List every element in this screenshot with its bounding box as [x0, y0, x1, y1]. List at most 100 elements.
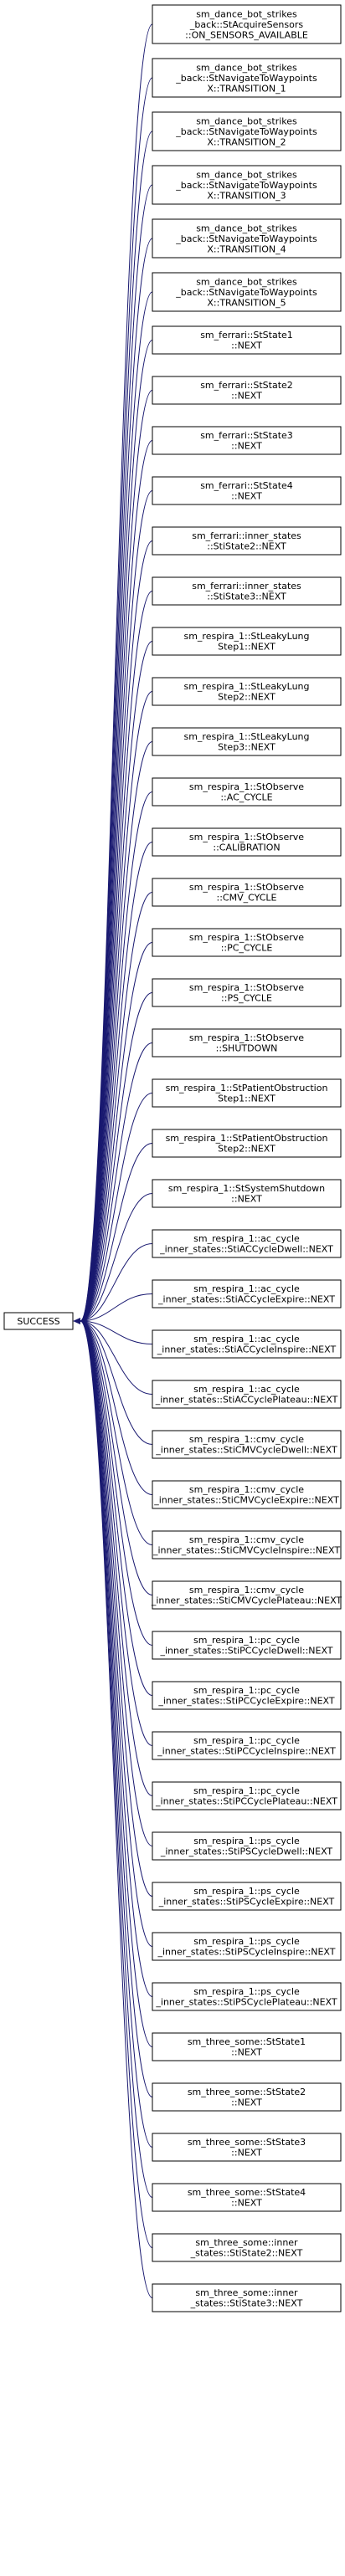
- source-node[interactable]: sm_dance_bot_strikes_back::StNavigateToW…: [152, 165, 342, 205]
- source-node[interactable]: sm_respira_1::pc_cycle_inner_states::Sti…: [152, 1631, 342, 1660]
- source-node-box: [152, 928, 342, 957]
- source-node-label: _inner_states::StiCMVCycleDwell::NEXT: [155, 1445, 337, 1456]
- source-node[interactable]: sm_respira_1::cmv_cycle_inner_states::St…: [152, 1430, 342, 1459]
- source-node-label: sm_respira_1::cmv_cycle: [189, 1484, 304, 1495]
- source-node-label: sm_three_some::inner: [195, 2287, 298, 2298]
- source-node[interactable]: sm_ferrari::StState4::NEXT: [152, 476, 342, 505]
- source-node[interactable]: sm_dance_bot_strikes_back::StNavigateToW…: [152, 58, 342, 98]
- edge: [80, 1320, 153, 1947]
- source-node-box: [152, 827, 342, 857]
- source-node-label: sm_dance_bot_strikes: [196, 62, 297, 73]
- source-node-label: Step2::NEXT: [218, 1144, 275, 1155]
- source-node-label: _back::StNavigateToWaypoints: [175, 180, 317, 191]
- edge: [80, 691, 153, 1322]
- source-node-box: [152, 4, 342, 44]
- source-node-label: _back::StNavigateToWaypoints: [175, 233, 317, 244]
- source-node[interactable]: sm_respira_1::cmv_cycle_inner_states::St…: [152, 1530, 342, 1559]
- source-node[interactable]: sm_respira_1::ac_cycle_inner_states::Sti…: [152, 1279, 342, 1308]
- target-node[interactable]: SUCCESS: [3, 1312, 74, 1330]
- source-node[interactable]: sm_respira_1::StPatientObstructionStep1:…: [152, 1078, 342, 1108]
- source-node[interactable]: sm_dance_bot_strikes_back::StNavigateToW…: [152, 272, 342, 312]
- source-node[interactable]: sm_three_some::inner_states::StiState3::…: [152, 2283, 342, 2312]
- source-node[interactable]: sm_three_some::StState1::NEXT: [152, 2032, 342, 2061]
- source-node-box: [152, 1279, 342, 1308]
- source-node-box: [152, 2082, 342, 2112]
- source-node[interactable]: sm_dance_bot_strikes_back::StNavigateToW…: [152, 218, 342, 259]
- source-node-box: [152, 1831, 342, 1861]
- edge: [80, 1320, 153, 1595]
- source-node[interactable]: sm_respira_1::StObserve::AC_CYCLE: [152, 777, 342, 807]
- source-node-label: ::StiState2::NEXT: [207, 541, 286, 552]
- source-node[interactable]: sm_respira_1::ps_cycle_inner_states::Sti…: [152, 1982, 342, 2011]
- source-node-label: sm_respira_1::StObserve: [189, 982, 304, 993]
- source-node[interactable]: sm_respira_1::StObserve::CALIBRATION: [152, 827, 342, 857]
- source-node-label: sm_respira_1::StObserve: [189, 932, 304, 943]
- source-node-box: [152, 1731, 342, 1760]
- source-node-label: Step2::NEXT: [218, 692, 275, 703]
- source-node[interactable]: sm_respira_1::ac_cycle_inner_states::Sti…: [152, 1380, 342, 1409]
- source-node-label: _inner_states::StiPSCyclePlateau::NEXT: [155, 1997, 337, 2008]
- source-node[interactable]: sm_respira_1::ac_cycle_inner_states::Sti…: [152, 1229, 342, 1258]
- source-node-label: ::AC_CYCLE: [220, 792, 272, 803]
- source-node[interactable]: sm_respira_1::pc_cycle_inner_states::Sti…: [152, 1731, 342, 1760]
- source-node-box: [152, 727, 342, 756]
- source-node[interactable]: sm_respira_1::ps_cycle_inner_states::Sti…: [152, 1831, 342, 1861]
- source-node[interactable]: sm_respira_1::StObserve::CMV_CYCLE: [152, 878, 342, 907]
- source-node-label: ::NEXT: [231, 1194, 262, 1205]
- source-node[interactable]: sm_three_some::StState3::NEXT: [152, 2133, 342, 2162]
- source-node[interactable]: sm_respira_1::ps_cycle_inner_states::Sti…: [152, 1882, 342, 1911]
- source-node-label: sm_respira_1::ac_cycle: [193, 1334, 300, 1344]
- source-node-label: _inner_states::StiPSCycleInspire::NEXT: [157, 1947, 335, 1958]
- source-node-box: [152, 165, 342, 205]
- source-node[interactable]: sm_respira_1::StPatientObstructionStep2:…: [152, 1129, 342, 1158]
- source-node-label: ::PS_CYCLE: [221, 993, 272, 1004]
- source-node[interactable]: sm_respira_1::ac_cycle_inner_states::Sti…: [152, 1329, 342, 1359]
- source-node[interactable]: sm_respira_1::StSystemShutdown::NEXT: [152, 1179, 342, 1208]
- source-node-box: [152, 111, 342, 151]
- source-node[interactable]: sm_respira_1::pc_cycle_inner_states::Sti…: [152, 1681, 342, 1710]
- source-nodes: sm_dance_bot_strikes_back::StAcquireSens…: [151, 4, 342, 2312]
- edge: [80, 1320, 153, 1646]
- source-node[interactable]: sm_respira_1::StObserve::PC_CYCLE: [152, 928, 342, 957]
- source-node[interactable]: sm_three_some::inner_states::StiState2::…: [152, 2233, 342, 2262]
- edge: [80, 641, 153, 1322]
- source-node-box: [152, 2283, 342, 2312]
- source-node-label: ::NEXT: [231, 391, 262, 402]
- source-node[interactable]: sm_three_some::StState2::NEXT: [152, 2082, 342, 2112]
- source-node[interactable]: sm_ferrari::inner_states::StiState3::NEX…: [152, 576, 342, 606]
- source-node[interactable]: sm_three_some::StState4::NEXT: [152, 2183, 342, 2212]
- source-node[interactable]: sm_respira_1::StObserve::PS_CYCLE: [152, 978, 342, 1007]
- source-node-label: sm_three_some::StState1: [188, 2036, 306, 2047]
- source-node-label: sm_dance_bot_strikes: [196, 223, 297, 233]
- source-node-box: [152, 1430, 342, 1459]
- source-node[interactable]: sm_ferrari::StState1::NEXT: [152, 325, 342, 355]
- source-node-label: _inner_states::StiACCycleInspire::NEXT: [157, 1344, 337, 1355]
- edge: [80, 1320, 153, 1746]
- source-node-label: ::NEXT: [231, 491, 262, 502]
- source-node-label: sm_three_some::inner: [195, 2237, 298, 2248]
- source-node-box: [152, 526, 342, 556]
- source-node-label: _inner_states::StiCMVCyclePlateau::NEXT: [151, 1595, 342, 1606]
- source-node-label: _inner_states::StiPCCyclePlateau::NEXT: [155, 1796, 337, 1807]
- source-node[interactable]: sm_respira_1::pc_cycle_inner_states::Sti…: [152, 1781, 342, 1810]
- source-node[interactable]: sm_ferrari::StState3::NEXT: [152, 426, 342, 455]
- source-node-box: [152, 325, 342, 355]
- source-node-box: [152, 1681, 342, 1710]
- source-node[interactable]: sm_dance_bot_strikes_back::StAcquireSens…: [152, 4, 342, 44]
- source-node-box: [152, 2032, 342, 2061]
- source-node[interactable]: sm_respira_1::cmv_cycle_inner_states::St…: [151, 1580, 342, 1610]
- source-node[interactable]: sm_respira_1::cmv_cycle_inner_states::St…: [152, 1480, 342, 1509]
- source-node[interactable]: sm_respira_1::StObserve::SHUTDOWN: [152, 1028, 342, 1058]
- source-node-box: [152, 1480, 342, 1509]
- edge: [80, 1293, 153, 1322]
- source-node-label: sm_respira_1::StObserve: [189, 832, 304, 842]
- source-node[interactable]: sm_ferrari::StState2::NEXT: [152, 376, 342, 405]
- source-node[interactable]: sm_dance_bot_strikes_back::StNavigateToW…: [152, 111, 342, 151]
- source-node[interactable]: sm_respira_1::ps_cycle_inner_states::Sti…: [152, 1932, 342, 1961]
- source-node-label: sm_respira_1::pc_cycle: [193, 1685, 300, 1696]
- source-node[interactable]: sm_ferrari::inner_states::StiState2::NEX…: [152, 526, 342, 556]
